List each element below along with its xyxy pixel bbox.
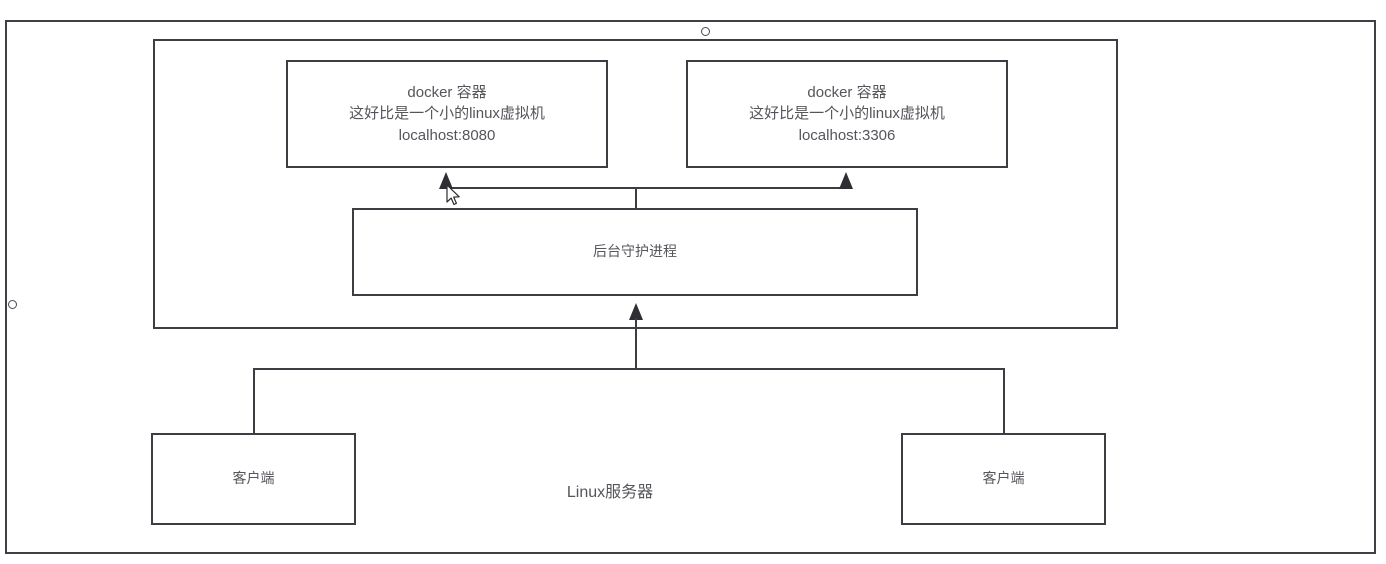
linux-server-caption: Linux服务器 (566, 484, 654, 501)
client-box-right[interactable]: 客户端 (901, 433, 1106, 525)
docker-container-box-3306[interactable]: docker 容器 这好比是一个小的linux虚拟机 localhost:330… (686, 60, 1008, 168)
arrow-to-container-8080-icon (439, 172, 453, 189)
resize-handle-left[interactable] (8, 300, 17, 309)
daemon-process-label: 后台守护进程 (593, 243, 677, 260)
docker-container-address: localhost:8080 (398, 126, 496, 144)
client-label: 客户端 (232, 470, 275, 487)
connector-daemon-stub (635, 187, 637, 209)
connector-client-right (1003, 368, 1005, 434)
docker-container-box-8080[interactable]: docker 容器 这好比是一个小的linux虚拟机 localhost:808… (286, 60, 608, 168)
connector-client-left (253, 368, 255, 434)
mouse-cursor-icon (446, 184, 462, 208)
client-box-left[interactable]: 客户端 (151, 433, 356, 525)
arrow-to-container-3306-icon (839, 172, 853, 189)
docker-container-title: docker 容器 (807, 84, 887, 102)
connector-daemon-to-containers (446, 187, 846, 189)
connector-client-bus (253, 368, 1005, 370)
docker-container-address: localhost:3306 (798, 126, 896, 144)
daemon-process-box[interactable]: 后台守护进程 (352, 208, 918, 296)
connector-clients-to-daemon (635, 318, 637, 370)
client-label: 客户端 (982, 470, 1025, 487)
docker-container-description: 这好比是一个小的linux虚拟机 (749, 105, 945, 123)
docker-container-description: 这好比是一个小的linux虚拟机 (349, 105, 545, 123)
resize-handle-top[interactable] (701, 27, 710, 36)
arrow-to-daemon-icon (629, 303, 643, 320)
selection-frame[interactable] (5, 20, 1376, 554)
docker-container-title: docker 容器 (407, 84, 487, 102)
